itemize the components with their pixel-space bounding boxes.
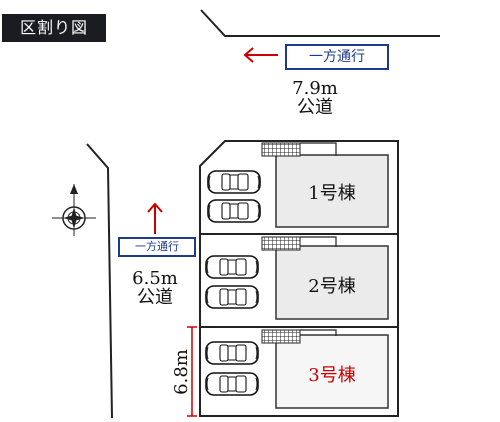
left-road-info: 6.5m 公道	[120, 268, 190, 308]
lot-outline	[199, 140, 399, 417]
plot-label-3: 3号棟	[308, 365, 356, 386]
building-3	[275, 334, 389, 409]
left-oneway-arrow	[147, 202, 163, 234]
left-oneway-label: 一方通行	[118, 237, 196, 257]
top-road-info: 7.9m 公道	[280, 78, 350, 118]
top-oneway-arrow	[243, 47, 278, 63]
stairs-icon	[261, 142, 337, 157]
building-2	[275, 245, 389, 320]
plot-label-1: 1号棟	[308, 183, 356, 204]
building-1	[275, 154, 389, 228]
top-road-width: 7.9m	[292, 78, 338, 99]
left-road-type: 公道	[137, 286, 173, 308]
left-road-width: 6.5m	[132, 268, 178, 289]
stairs-icon	[261, 236, 337, 251]
top-oneway-label: 一方通行	[285, 44, 389, 70]
plot-label-2: 2号棟	[308, 276, 356, 297]
top-road-type: 公道	[297, 96, 333, 118]
car-icon	[205, 341, 259, 365]
left-road-edge	[86, 143, 113, 419]
car-icon	[205, 255, 259, 279]
frontage-dimension-label: 6.8m	[171, 349, 192, 395]
car-icon	[205, 285, 259, 309]
stairs-icon	[261, 329, 337, 344]
top-road-edge	[200, 9, 440, 37]
compass-icon	[52, 184, 96, 236]
frontage-dimension-line	[187, 326, 197, 417]
car-icon	[205, 372, 259, 396]
page-title: 区割り図	[2, 14, 106, 42]
car-icon	[207, 170, 261, 194]
car-icon	[207, 199, 261, 223]
